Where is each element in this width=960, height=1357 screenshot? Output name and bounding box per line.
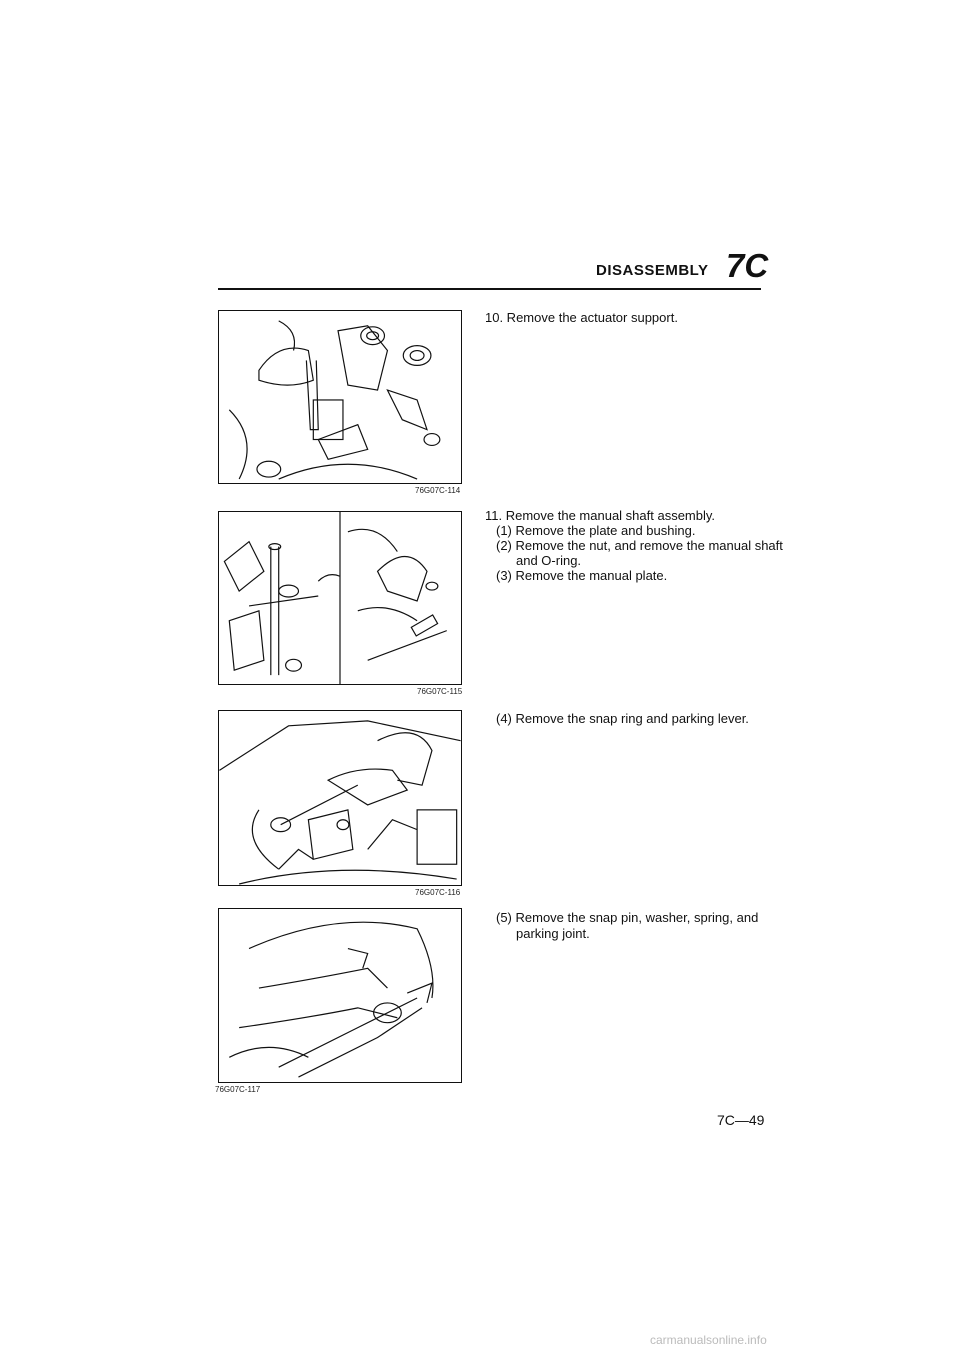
illustration-actuator-support (228, 320, 441, 480)
figure-manual-shaft (218, 511, 462, 685)
section-title: DISASSEMBLY (596, 262, 709, 279)
illustration-manual-shaft (223, 512, 447, 684)
step-11: 11. Remove the manual shaft assembly. (485, 508, 716, 523)
figure-label: 76G07C-114 (415, 486, 461, 495)
page-number: 7C—49 (717, 1112, 765, 1128)
section-code: 7C (726, 247, 769, 284)
step-11-3: (3) Remove the manual plate. (496, 568, 668, 583)
illustration-parking-joint (229, 921, 434, 1078)
step-10: 10. Remove the actuator support. (485, 310, 678, 325)
illustration-snap-ring (219, 720, 461, 885)
figure-parking-joint (218, 908, 462, 1083)
figure-label: 76G07C-116 (415, 888, 461, 897)
watermark: carmanualsonline.info (650, 1333, 767, 1347)
figure-label: 76G07C-115 (417, 687, 463, 696)
step-11-2-cont: and O-ring. (516, 553, 582, 568)
step-11-4: (4) Remove the snap ring and parking lev… (496, 711, 749, 726)
step-11-5-cont: parking joint. (516, 926, 590, 941)
figure-actuator-support (218, 310, 462, 484)
figure-snap-ring (218, 710, 462, 886)
header-divider (218, 288, 761, 290)
step-11-5: (5) Remove the snap pin, washer, spring,… (496, 910, 759, 925)
step-11-2: (2) Remove the nut, and remove the manua… (496, 538, 783, 553)
figure-label: 76G07C-117 (215, 1085, 261, 1094)
step-11-1: (1) Remove the plate and bushing. (496, 523, 696, 538)
